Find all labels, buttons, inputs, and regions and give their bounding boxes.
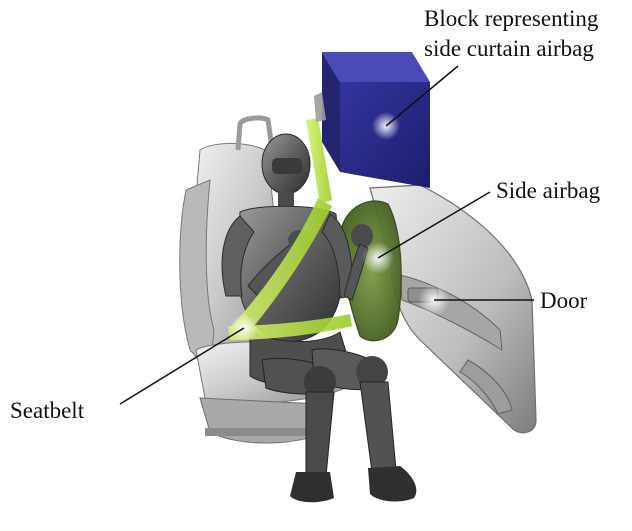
label-seatbelt: Seatbelt (10, 396, 84, 426)
block-top-face (322, 52, 430, 82)
dummy-shin-left (360, 382, 396, 472)
label-side-curtain-airbag: Block representing side curtain airbag (424, 4, 598, 64)
label-curtain-line2: side curtain airbag (424, 34, 598, 64)
dummy-foot-left (368, 466, 416, 501)
dummy-visor (272, 158, 302, 174)
dummy-foot-right (290, 472, 334, 502)
label-curtain-line1: Block representing (424, 4, 598, 34)
label-side-airbag: Side airbag (496, 176, 600, 206)
dummy-shin-right (306, 392, 334, 476)
label-door: Door (540, 286, 587, 316)
